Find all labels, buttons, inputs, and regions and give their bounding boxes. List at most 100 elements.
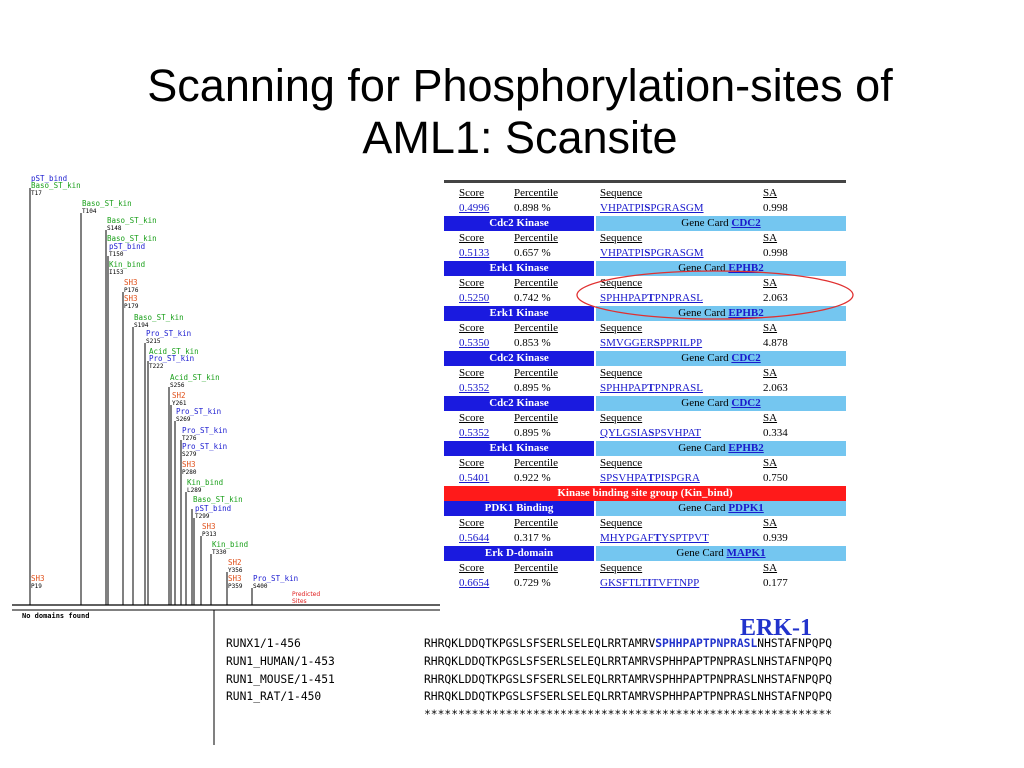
sa-value: 2.063 (763, 382, 788, 394)
site-label: L289 (187, 487, 202, 494)
site-label: S194 (134, 322, 149, 329)
col-sa-header: SA (763, 367, 778, 379)
sequence-link[interactable]: SPSVHPATPISPGRA (600, 472, 700, 484)
sequence-link[interactable]: GKSFTLTITVFTNPP (600, 577, 700, 589)
sequence-link[interactable]: VHPATPISPGRASGM (600, 247, 704, 259)
score-link[interactable]: 0.5401 (459, 472, 490, 484)
sequence-link[interactable]: SPHHPAPTPNPRASL (600, 382, 703, 394)
domain-label: Acid_ST_kin (149, 347, 199, 356)
domain-label: SH2 (172, 391, 186, 400)
domain-label: Baso_ST_kin (31, 181, 81, 190)
domain-label: Kin_bind (109, 260, 145, 269)
col-score-header: Score (459, 457, 485, 469)
gene-card: Gene Card EPHB2 (596, 441, 846, 456)
tree-node: pST_bind (29, 174, 67, 605)
score-link[interactable]: 0.6654 (459, 577, 490, 589)
score-link[interactable]: 0.4996 (459, 202, 490, 214)
gene-card: Gene Card PDPK1 (596, 501, 846, 516)
col-sequence-header: Sequence (600, 412, 643, 424)
score-link[interactable]: 0.5352 (459, 382, 490, 394)
col-percentile-header: Percentile (514, 517, 558, 529)
score-link[interactable]: 0.5352 (459, 427, 490, 439)
sequence-link[interactable]: SMVGGERSPPRILPP (600, 337, 703, 349)
col-score-header: Score (459, 187, 485, 199)
domain-label: SH3 (124, 278, 138, 287)
domain-label: Baso_ST_kin (107, 234, 157, 243)
col-score-header: Score (459, 232, 485, 244)
percentile-value: 0.895 % (514, 382, 551, 394)
gene-card: Gene Card MAPK1 (596, 546, 846, 561)
percentile-value: 0.657 % (514, 247, 551, 259)
col-score-header: Score (459, 562, 485, 574)
col-sa-header: SA (763, 187, 778, 199)
site-label: T17 (31, 190, 42, 197)
site-label: Y261 (172, 400, 187, 407)
site-label: P176 (124, 287, 139, 294)
domain-label: pST_bind (31, 174, 67, 183)
sequence-link[interactable]: MHYPGAFTYSPTPVT (600, 532, 709, 544)
col-sequence-header: Sequence (600, 367, 643, 379)
score-link[interactable]: 0.5250 (459, 292, 490, 304)
score-link[interactable]: 0.5644 (459, 532, 490, 544)
percentile-value: 0.742 % (514, 292, 551, 304)
domain-label: Baso_ST_kin (82, 199, 132, 208)
score-link[interactable]: 0.5133 (459, 247, 490, 259)
gene-card-link[interactable]: CDC2 (731, 217, 761, 229)
kinase-name: Erk1 Kinase (444, 261, 594, 276)
sa-value: 0.750 (763, 472, 788, 484)
site-label: I153 (109, 269, 124, 276)
domain-label: SH2 (228, 558, 242, 567)
site-label: S148 (107, 225, 122, 232)
alignment-sequence: RHRQKLDDQTKPGSLSFSERLSELEQLRRTAMRVSPHHPA… (424, 637, 833, 650)
title-line-1: Scanning for Phosphorylation-sites of (147, 60, 893, 111)
site-label: Y356 (228, 567, 243, 574)
col-score-header: Score (459, 517, 485, 529)
col-sequence-header: Sequence (600, 517, 643, 529)
col-sa-header: SA (763, 322, 778, 334)
site-label: T330 (212, 549, 227, 556)
gene-card-link[interactable]: EPHB2 (728, 307, 764, 319)
erk1-motif-highlight: SPHHPAPTPNPRASL (655, 637, 758, 650)
sequence-link[interactable]: VHPATPISPGRASGM (600, 202, 704, 214)
score-link[interactable]: 0.5350 (459, 337, 490, 349)
site-label: P19 (31, 583, 42, 590)
gene-card-link[interactable]: EPHB2 (728, 442, 764, 454)
col-percentile-header: Percentile (514, 322, 558, 334)
col-percentile-header: Percentile (514, 562, 558, 574)
gene-card-link[interactable]: MAPK1 (726, 547, 766, 559)
gene-card-link[interactable]: PDPK1 (728, 502, 764, 514)
col-percentile-header: Percentile (514, 412, 558, 424)
gene-card-link[interactable]: EPHB2 (728, 262, 764, 274)
sequence-link[interactable]: QYLGSIASPSVHPAT (600, 427, 702, 439)
kinase-name: Erk D-domain (444, 546, 594, 561)
domain-label: Baso_ST_kin (193, 495, 243, 504)
site-label: S256 (170, 382, 185, 389)
sa-value: 0.939 (763, 532, 788, 544)
site-label: S279 (182, 451, 197, 458)
predicted-sites-label: Predicted Sites (292, 591, 321, 605)
domain-label: Pro_ST_kin (182, 426, 227, 435)
col-percentile-header: Percentile (514, 367, 558, 379)
gene-card-link[interactable]: CDC2 (731, 352, 761, 364)
gene-card-link[interactable]: CDC2 (731, 397, 761, 409)
sequence-link[interactable]: SPHHPAPTPNPRASL (600, 292, 703, 304)
col-sa-header: SA (763, 562, 778, 574)
col-score-header: Score (459, 322, 485, 334)
kinase-name: Erk1 Kinase (444, 441, 594, 456)
domain-label: Kin_bind (212, 540, 248, 549)
